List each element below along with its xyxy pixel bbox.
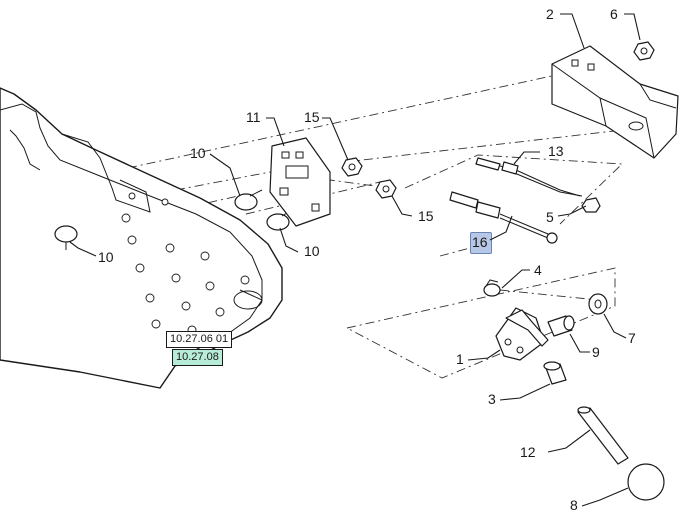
spacer-9 bbox=[547, 315, 575, 337]
control-cable-13 bbox=[475, 157, 583, 197]
callout-10-bottom: 10 bbox=[304, 243, 320, 259]
push-pin-fastener-left bbox=[54, 225, 78, 250]
mounting-bracket-housing bbox=[551, 45, 679, 159]
washer-7 bbox=[588, 293, 608, 315]
callout-16: 16 bbox=[472, 234, 488, 250]
callout-7: 7 bbox=[628, 330, 636, 346]
hex-nut-6 bbox=[633, 41, 655, 61]
callout-labels: 2 6 11 15 10 13 15 5 16 10 10 4 7 1 9 3 … bbox=[98, 6, 636, 513]
callout-15-upper: 15 bbox=[304, 109, 320, 125]
bolt-3 bbox=[543, 361, 567, 385]
callout-2: 2 bbox=[546, 6, 554, 22]
reference-link-10-27-08[interactable]: 10.27.08 bbox=[172, 349, 223, 366]
callout-10-top: 10 bbox=[190, 145, 206, 161]
hex-nut-5 bbox=[581, 197, 601, 213]
fender-panel bbox=[0, 87, 283, 389]
callout-8: 8 bbox=[570, 497, 578, 513]
callout-3: 3 bbox=[488, 391, 496, 407]
bushing-4 bbox=[483, 279, 501, 297]
highlighted-item-marker bbox=[470, 232, 492, 254]
callout-4: 4 bbox=[534, 262, 542, 278]
knob-8 bbox=[627, 463, 665, 501]
callout-leaders bbox=[69, 13, 641, 507]
callout-6: 6 bbox=[610, 6, 618, 22]
hex-nut-lower bbox=[375, 179, 397, 199]
reference-link-10-27-06-01[interactable]: 10.27.06 01 bbox=[166, 331, 233, 348]
callout-5: 5 bbox=[546, 209, 554, 225]
callout-1: 1 bbox=[456, 351, 464, 367]
rod-12 bbox=[577, 406, 629, 465]
callout-12: 12 bbox=[520, 444, 536, 460]
callout-10-left: 10 bbox=[98, 249, 114, 265]
callout-13: 13 bbox=[548, 143, 564, 159]
hex-nut-upper bbox=[341, 157, 363, 177]
control-cable-16 bbox=[449, 191, 558, 244]
push-pin-fastener-top bbox=[234, 189, 263, 211]
callout-9: 9 bbox=[592, 344, 600, 360]
bracket-plate bbox=[269, 137, 331, 227]
callout-15-lower: 15 bbox=[418, 208, 434, 224]
lever-bracket bbox=[495, 307, 549, 361]
callout-11: 11 bbox=[246, 109, 261, 125]
